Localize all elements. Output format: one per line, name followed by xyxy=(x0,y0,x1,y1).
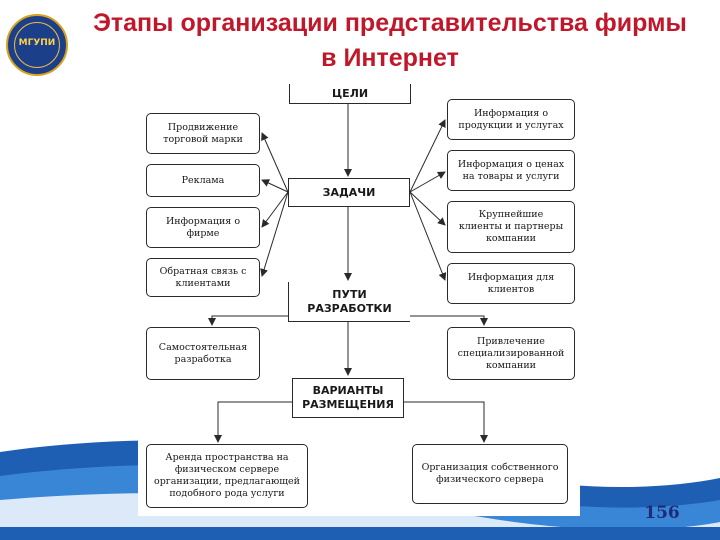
logo-ring xyxy=(14,22,60,68)
specialized-company-box: Привлечение специализированной компании xyxy=(447,327,575,380)
goals-box: ЦЕЛИ xyxy=(289,84,411,104)
customer-feedback-box: Обратная связь с клиентами xyxy=(146,258,260,297)
own-server-box: Организация собственного физического сер… xyxy=(412,444,568,504)
logo-text: МГУПИ xyxy=(18,38,56,48)
advertising-box: Реклама xyxy=(146,164,260,197)
placement-variants-box: ВАРИАНТЫ РАЗМЕЩЕНИЯ xyxy=(292,378,404,418)
price-info-box: Информация о ценах на товары и услуги xyxy=(447,150,575,191)
page-title: Этапы организации представительства фирм… xyxy=(93,9,687,72)
university-logo: МГУПИ xyxy=(6,14,68,76)
page-number: 156 xyxy=(644,503,680,523)
clients-partners-box: Крупнейшие клиенты и партнеры компании xyxy=(447,201,575,253)
in-house-development-box: Самостоятельная разработка xyxy=(146,327,260,380)
company-info-box: Информация о фирме xyxy=(146,207,260,248)
customer-info-box: Информация для клиентов xyxy=(447,263,575,304)
brand-promotion-box: Продвижение торговой марки xyxy=(146,113,260,154)
development-paths-box: ПУТИ РАЗРАБОТКИ xyxy=(288,282,410,322)
product-info-box: Информация о продукции и услугах xyxy=(447,99,575,140)
server-rental-box: Аренда пространства на физическом сервер… xyxy=(146,444,308,508)
tasks-box: ЗАДАЧИ xyxy=(288,178,410,207)
